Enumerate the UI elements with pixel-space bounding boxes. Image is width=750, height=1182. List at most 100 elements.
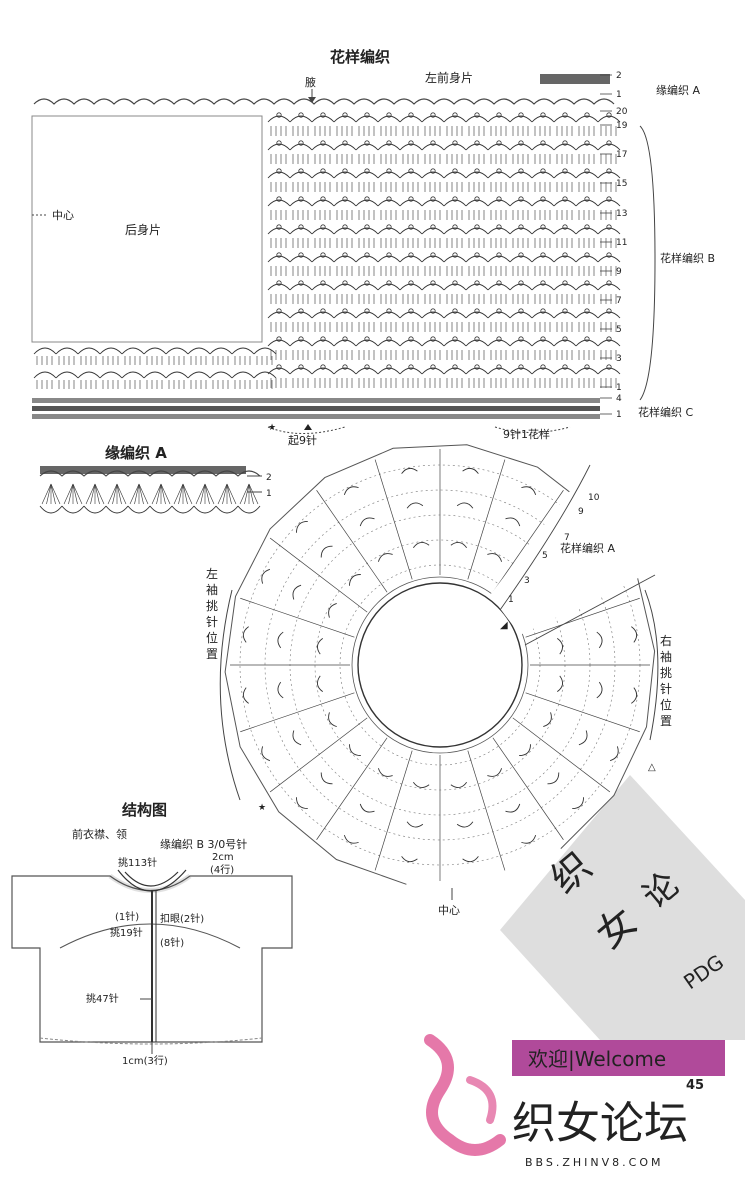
picot-stitch <box>562 308 568 314</box>
shell-stitch <box>121 347 145 355</box>
picot-stitch <box>452 168 458 174</box>
picot-stitch <box>474 140 480 146</box>
shell-stitch <box>531 143 555 151</box>
shell-stitch <box>443 367 467 375</box>
picot-stitch <box>364 364 370 370</box>
shell-stitch <box>333 143 357 151</box>
picot-stitch <box>320 364 326 370</box>
yoke-open-triangle: △ <box>648 762 656 773</box>
picot-stitch <box>606 196 612 202</box>
edging-scallop <box>171 505 195 514</box>
picot-stitch <box>540 252 546 258</box>
shell-stitch <box>311 115 335 123</box>
picot-stitch <box>408 196 414 202</box>
yoke-shell <box>349 744 361 756</box>
yoke-shell <box>557 637 563 655</box>
picot-stitch <box>408 224 414 230</box>
yoke-row-number: 1 <box>508 595 514 605</box>
picot-stitch <box>276 308 282 314</box>
shell-stitch <box>597 283 621 291</box>
edging-scallop <box>193 505 217 514</box>
fan-stitch <box>116 483 127 505</box>
picot-stitch <box>430 196 436 202</box>
picot-stitch <box>276 280 282 286</box>
shell-stitch <box>509 367 533 375</box>
yoke-shell <box>277 631 284 649</box>
forum-logo-mark <box>424 1034 506 1156</box>
shell-stitch <box>399 115 423 123</box>
shell-stitch <box>553 143 577 151</box>
shell-stitch <box>333 115 357 123</box>
band-row <box>32 398 600 403</box>
picot-stitch <box>364 252 370 258</box>
picot-stitch <box>540 224 546 230</box>
yoke-divider <box>512 717 611 793</box>
shell-stitch <box>355 367 379 375</box>
shell-stitch <box>55 347 79 355</box>
picot-stitch <box>342 280 348 286</box>
size-2cm: 2cm <box>212 852 234 863</box>
pattern-b-ref: 花样编织 B <box>660 251 715 265</box>
fan-stitch <box>116 483 122 505</box>
shell-stitch <box>311 255 335 263</box>
shell-stitch <box>311 339 335 347</box>
yoke-shell <box>505 517 521 527</box>
picot-stitch <box>342 224 348 230</box>
shell-stitch <box>399 367 423 375</box>
right-sleeve-char: 袖 <box>660 649 672 664</box>
picot-stitch <box>320 168 326 174</box>
shell-stitch <box>33 347 57 355</box>
picot-stitch <box>408 336 414 342</box>
picot-stitch <box>474 168 480 174</box>
body-row-number: 3 <box>616 354 622 364</box>
shell-stitch <box>553 227 577 235</box>
shell-stitch <box>333 227 357 235</box>
shell-stitch <box>487 227 511 235</box>
edging-a-ref: 缘编织 A <box>656 83 700 97</box>
picot-stitch <box>320 224 326 230</box>
center-label: 中心 <box>52 209 74 222</box>
shell-stitch <box>509 311 533 319</box>
edging-row-2: 2 <box>266 473 272 483</box>
picot-stitch <box>606 112 612 118</box>
shell-stitch <box>575 199 599 207</box>
picot-stitch <box>298 336 304 342</box>
picot-stitch <box>496 112 502 118</box>
picot-stitch <box>584 224 590 230</box>
shell-stitch <box>553 171 577 179</box>
edging-shell <box>39 470 261 477</box>
picot-stitch <box>408 140 414 146</box>
picot-stitch <box>562 224 568 230</box>
fan-stitch <box>178 483 184 505</box>
body-row-number: 15 <box>616 179 627 189</box>
body-row-number: 1 <box>616 410 622 420</box>
picot-stitch <box>474 308 480 314</box>
picot-stitch <box>386 364 392 370</box>
picot-stitch <box>386 224 392 230</box>
picot-stitch <box>298 252 304 258</box>
picot-stitch <box>320 252 326 258</box>
shell-stitch <box>289 199 313 207</box>
shell-stitch <box>553 115 577 123</box>
picot-stitch <box>562 280 568 286</box>
yoke-row-number: 7 <box>564 533 570 543</box>
shell-stitch <box>465 227 489 235</box>
shell-stitch <box>355 143 379 151</box>
right-sleeve-char: 右 <box>660 633 672 648</box>
shell-stitch <box>465 143 489 151</box>
band-row <box>32 406 600 411</box>
shell-stitch <box>509 255 533 263</box>
yoke-divider <box>269 537 368 613</box>
fan-stitch <box>204 483 215 505</box>
shell-stitch <box>575 311 599 319</box>
picot-stitch <box>562 364 568 370</box>
picot-stitch <box>386 140 392 146</box>
shell-stitch <box>421 283 445 291</box>
picot-stitch <box>364 196 370 202</box>
edging-a-title: 缘编织 A <box>105 444 167 462</box>
picot-stitch <box>298 112 304 118</box>
yoke-shell <box>596 631 603 649</box>
picot-stitch <box>276 364 282 370</box>
